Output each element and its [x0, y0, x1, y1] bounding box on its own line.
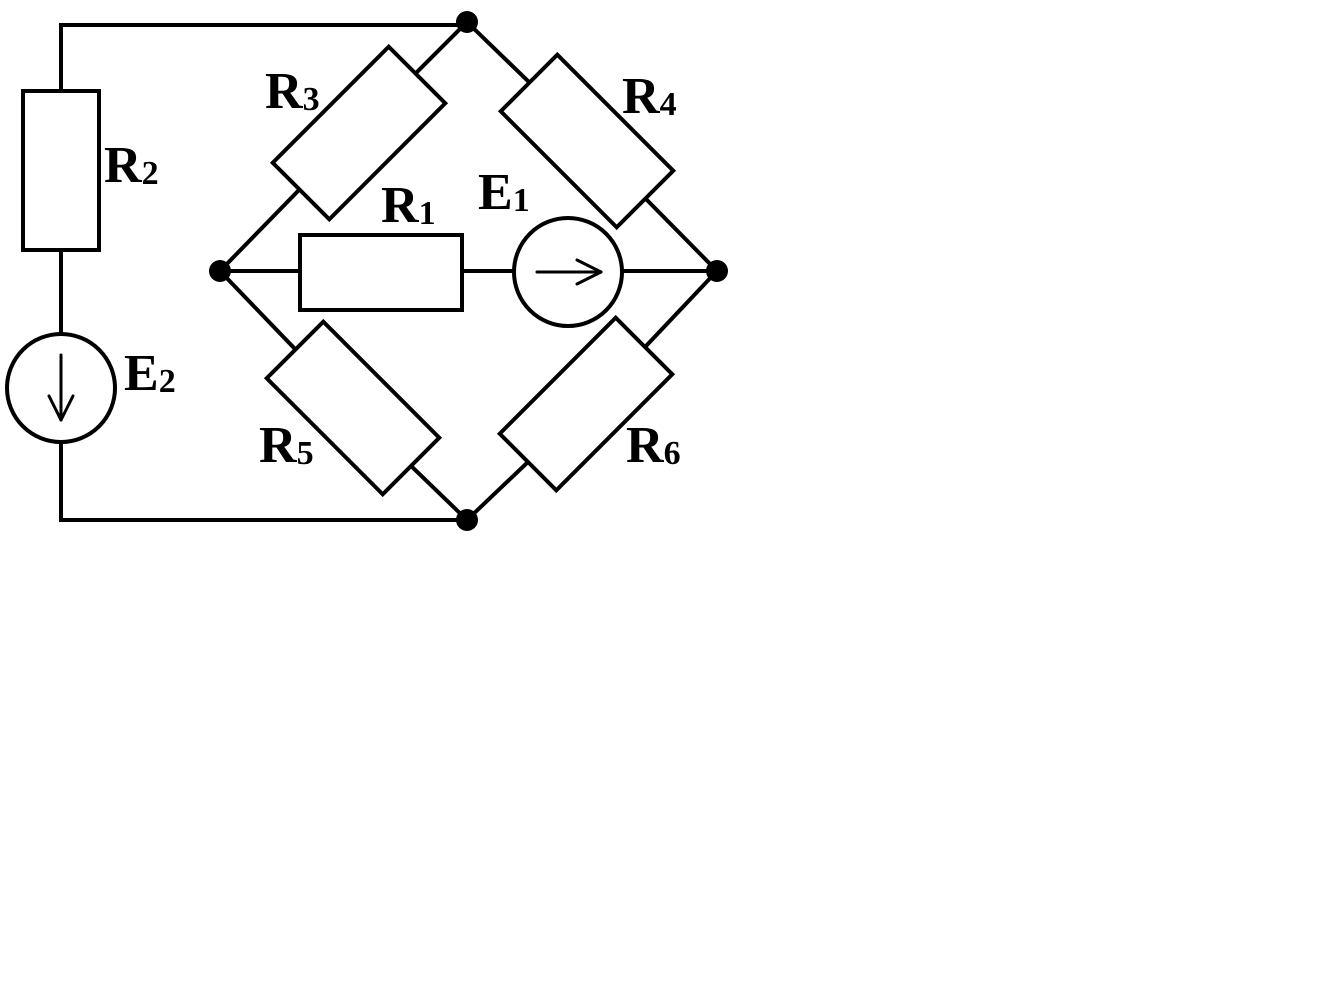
label-e1: E1	[478, 164, 530, 221]
node-bottom	[456, 509, 478, 531]
outer-wires	[59, 23, 469, 522]
resistor-r5	[263, 318, 443, 498]
wire-bottom-to-r6	[464, 458, 532, 523]
wire-r6-to-right	[643, 268, 720, 349]
resistor-r6	[496, 314, 676, 494]
node-left	[209, 260, 231, 282]
resistor-r4	[497, 51, 677, 231]
arrow-right-head	[575, 258, 603, 286]
wire-left-to-r5	[217, 268, 299, 353]
wire-top-to-r3	[411, 19, 470, 78]
wire-r3-to-left	[217, 186, 303, 274]
arrow-down-head	[47, 394, 75, 422]
label-r1: R1	[381, 177, 436, 234]
resistor-r1	[298, 233, 464, 312]
bridge-wires	[217, 19, 720, 523]
wire-r4-to-right	[642, 195, 720, 274]
resistor-r2	[21, 89, 101, 252]
label-r2: R2	[104, 137, 159, 194]
label-r3: R3	[265, 63, 320, 120]
resistor-r3	[269, 43, 449, 223]
wire-r5-to-bottom	[406, 461, 470, 523]
label-r5: R5	[259, 417, 314, 474]
node-right	[706, 260, 728, 282]
source-e2	[5, 332, 117, 444]
label-r6: R6	[626, 417, 681, 474]
source-e1	[512, 216, 624, 328]
label-e2: E2	[124, 345, 176, 402]
node-top	[456, 11, 478, 33]
wire-top-to-r4	[464, 19, 533, 86]
label-r4: R4	[622, 68, 677, 125]
